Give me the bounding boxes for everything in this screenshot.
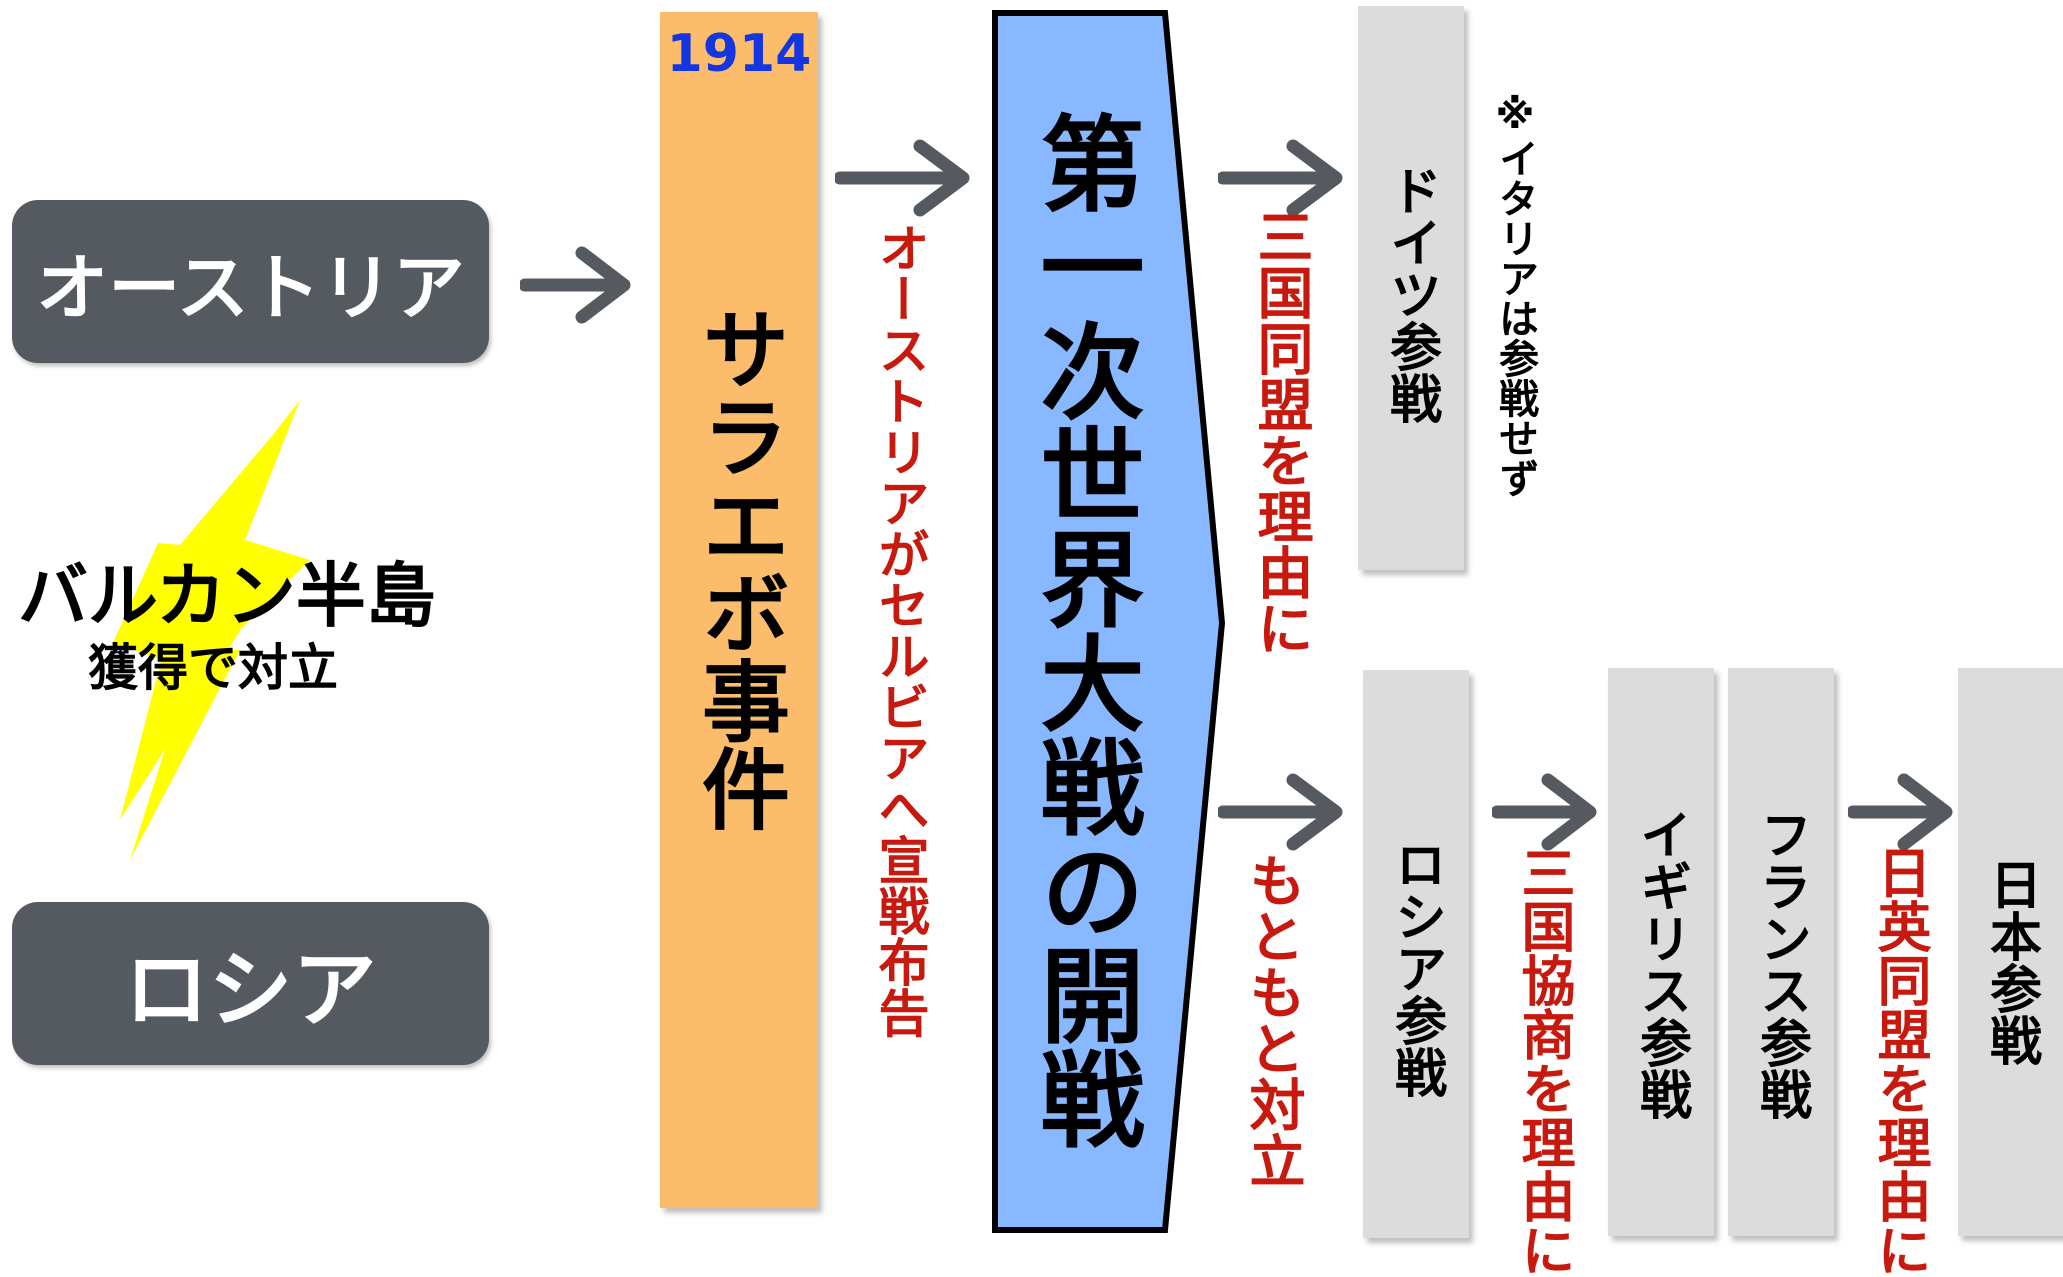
war-outbreak-shape xyxy=(992,10,1226,1233)
britain-box: イギリス参戦 xyxy=(1608,668,1714,1236)
france-label: フランス参戦 xyxy=(1750,808,1811,1120)
arrow-right-icon xyxy=(1848,773,1953,851)
germany-label: ドイツ参戦 xyxy=(1380,164,1441,424)
arrow-right-icon xyxy=(520,246,631,324)
arrow-right-icon xyxy=(1218,139,1343,217)
declaration-text: オーストリアがセルビアへ宣戦布告 xyxy=(869,222,928,1038)
japan-label: 日本参戦 xyxy=(1980,858,2041,1066)
balkan-title: バルカン半島 xyxy=(18,555,436,637)
russia-join-label: ロシア参戦 xyxy=(1385,838,1446,1098)
arrow-right-icon xyxy=(1492,773,1597,851)
sarajevo-label: サラエボ事件 xyxy=(687,304,791,832)
lightning-bolt-shape xyxy=(130,400,310,860)
war-label: 第一次世界大戦の開戦 xyxy=(1022,110,1144,1150)
germany-box: ドイツ参戦 xyxy=(1358,6,1464,570)
anglo-japanese-alliance-reason: 日英同盟を理由に xyxy=(1868,845,1931,1277)
sarajevo-incident-box: 1914 サラエボ事件 xyxy=(660,12,818,1208)
rivalry-reason: もともと対立 xyxy=(1240,852,1305,1188)
austria-label: オーストリア xyxy=(36,246,465,330)
russia-join-box: ロシア参戦 xyxy=(1363,670,1469,1238)
triple-entente-reason: 三国協商を理由に xyxy=(1512,845,1575,1277)
italy-note: ※イタリアは参戦せず xyxy=(1492,92,1538,498)
balkan-subtitle: 獲得で対立 xyxy=(88,639,338,697)
year-label: 1914 xyxy=(666,24,812,84)
france-box: フランス参戦 xyxy=(1728,668,1834,1236)
triple-alliance-reason: 三国同盟を理由に xyxy=(1248,208,1313,656)
arrow-right-icon xyxy=(1218,773,1343,851)
japan-box: 日本参戦 xyxy=(1958,668,2063,1236)
arrow-right-icon xyxy=(835,139,970,217)
russia-box: ロシア xyxy=(12,902,489,1065)
austria-box: オーストリア xyxy=(12,200,489,363)
russia-label: ロシア xyxy=(124,941,377,1039)
britain-label: イギリス参戦 xyxy=(1630,808,1691,1120)
